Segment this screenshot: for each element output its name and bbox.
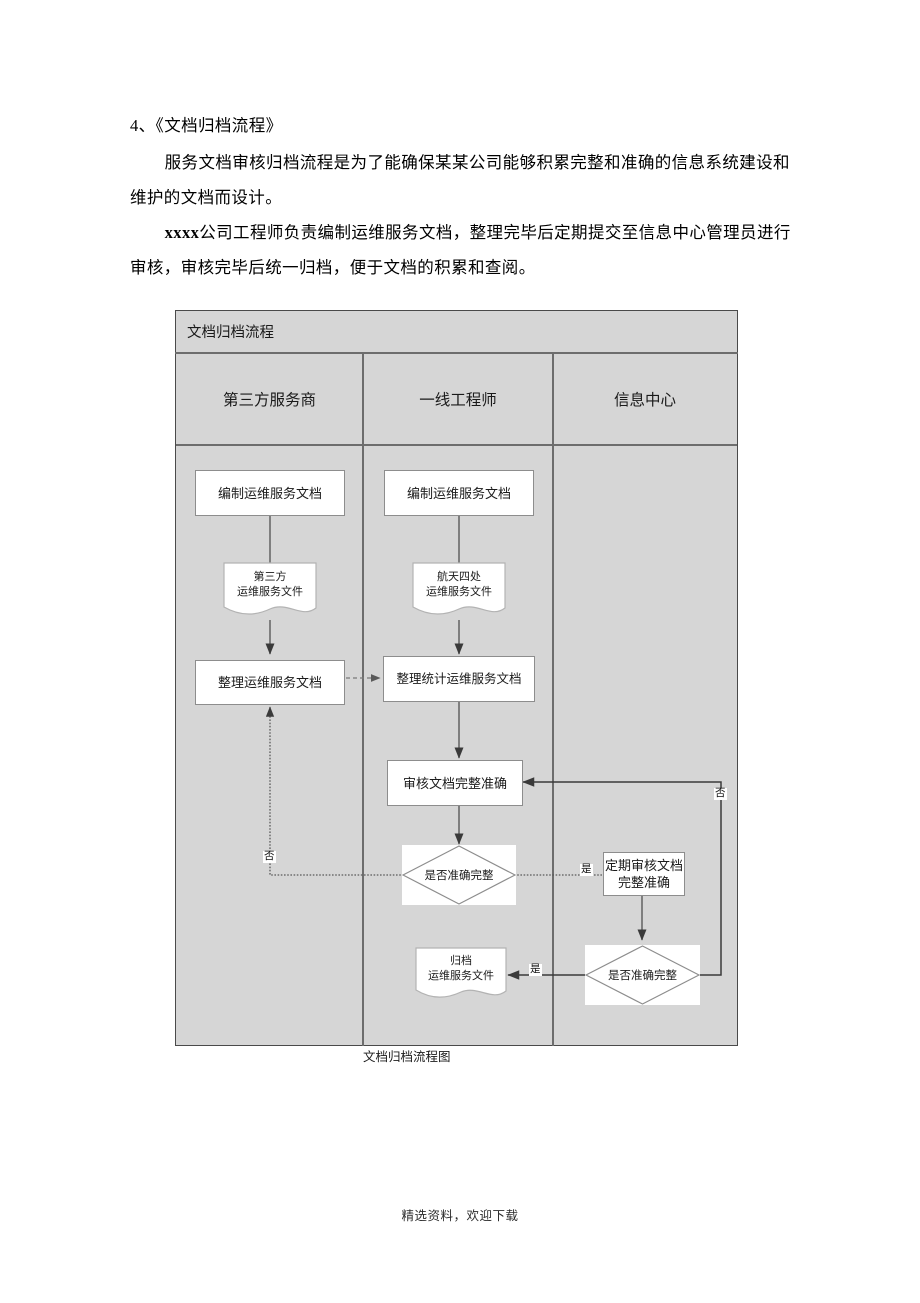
paragraph-2-rest: 公司工程师负责编制运维服务文档，整理完毕后定期提交至信息中心管理员进行审核，审核… <box>130 223 791 277</box>
node-label: 编制运维服务文档 <box>217 485 322 501</box>
node-label: 编制运维服务文档 <box>406 485 511 501</box>
node-label-line2: 运维服务文件 <box>426 586 492 598</box>
node-label: 归档 运维服务文件 <box>415 954 507 984</box>
page-footer: 精选资料，欢迎下载 <box>401 1209 519 1223</box>
node-decision-accurate-complete-engineer[interactable]: 是否准确完整 <box>402 845 516 905</box>
node-label: 是否准确完整 <box>424 870 494 882</box>
paragraph-2: xxxx公司工程师负责编制运维服务文档，整理完毕后定期提交至信息中心管理员进行审… <box>130 215 802 285</box>
diamond-shape-icon <box>585 945 700 1005</box>
node-label: 第三方 运维服务文件 <box>223 570 317 600</box>
node-review-doc-complete-accurate[interactable]: 审核文档完整准确 <box>387 760 523 806</box>
node-label: 航天四处 运维服务文件 <box>412 570 506 600</box>
section-heading: 4、《文档归档流程》 <box>130 116 283 135</box>
paragraph-2-bold-prefix: xxxx <box>164 223 200 242</box>
edge-label-yes-right: 是 <box>580 864 593 876</box>
node-prepare-ops-doc-third-party[interactable]: 编制运维服务文档 <box>195 470 345 516</box>
node-label: 整理统计运维服务文档 <box>396 671 522 686</box>
document-shape-icon <box>223 562 317 615</box>
diamond-shape-icon <box>402 845 516 905</box>
edge-label-no-left: 否 <box>263 851 276 863</box>
node-doc-third-party-ops-file[interactable]: 第三方 运维服务文件 <box>223 562 317 620</box>
node-organize-ops-doc[interactable]: 整理运维服务文档 <box>195 660 345 705</box>
lane-header-frontline-engineer: 一线工程师 <box>363 354 553 446</box>
node-prepare-ops-doc-engineer[interactable]: 编制运维服务文档 <box>384 470 534 516</box>
flowchart: 文档归档流程 第三方服务商 一线工程师 信息中心 <box>175 310 738 1046</box>
lane-divider-2 <box>552 354 554 1046</box>
node-label-line1: 第三方 <box>253 571 287 583</box>
node-periodic-review-doc[interactable]: 定期审核文档 完整准确 <box>603 852 685 896</box>
flowchart-title: 文档归档流程 <box>175 310 738 354</box>
node-doc-archived-ops-file[interactable]: 归档 运维服务文件 <box>415 947 507 1003</box>
document-shape-icon <box>412 562 506 615</box>
document-shape-icon <box>415 947 507 998</box>
lane-divider-1 <box>362 354 364 1046</box>
edge-label-yes-bottom: 是 <box>529 964 542 976</box>
node-label-line2: 运维服务文件 <box>428 970 494 982</box>
edge-label-no-right: 否 <box>714 788 727 800</box>
node-decision-accurate-complete-info-center[interactable]: 是否准确完整 <box>585 945 700 1005</box>
node-label-line1: 归档 <box>450 955 472 967</box>
node-label: 审核文档完整准确 <box>402 775 507 791</box>
lane-header-third-party: 第三方服务商 <box>176 354 363 446</box>
lane-header-info-center: 信息中心 <box>553 354 737 446</box>
node-label-line2: 完整准确 <box>617 875 670 890</box>
document-text-block: 4、《文档归档流程》 服务文档审核归档流程是为了能确保某某公司能够积累完整和准确… <box>130 108 802 285</box>
paragraph-1: 服务文档审核归档流程是为了能确保某某公司能够积累完整和准确的信息系统建设和维护的… <box>130 153 790 207</box>
node-label-line2: 运维服务文件 <box>237 586 303 598</box>
node-label: 整理运维服务文档 <box>217 675 322 690</box>
node-label: 是否准确完整 <box>608 970 677 982</box>
node-organize-statistics-ops-doc[interactable]: 整理统计运维服务文档 <box>383 656 535 702</box>
node-label: 定期审核文档 完整准确 <box>605 857 683 891</box>
node-label-line1: 航天四处 <box>437 571 481 583</box>
figure-caption: 文档归档流程图 <box>363 1050 451 1064</box>
node-label-line1: 定期审核文档 <box>604 858 683 873</box>
node-doc-hangtian-ops-file[interactable]: 航天四处 运维服务文件 <box>412 562 506 620</box>
